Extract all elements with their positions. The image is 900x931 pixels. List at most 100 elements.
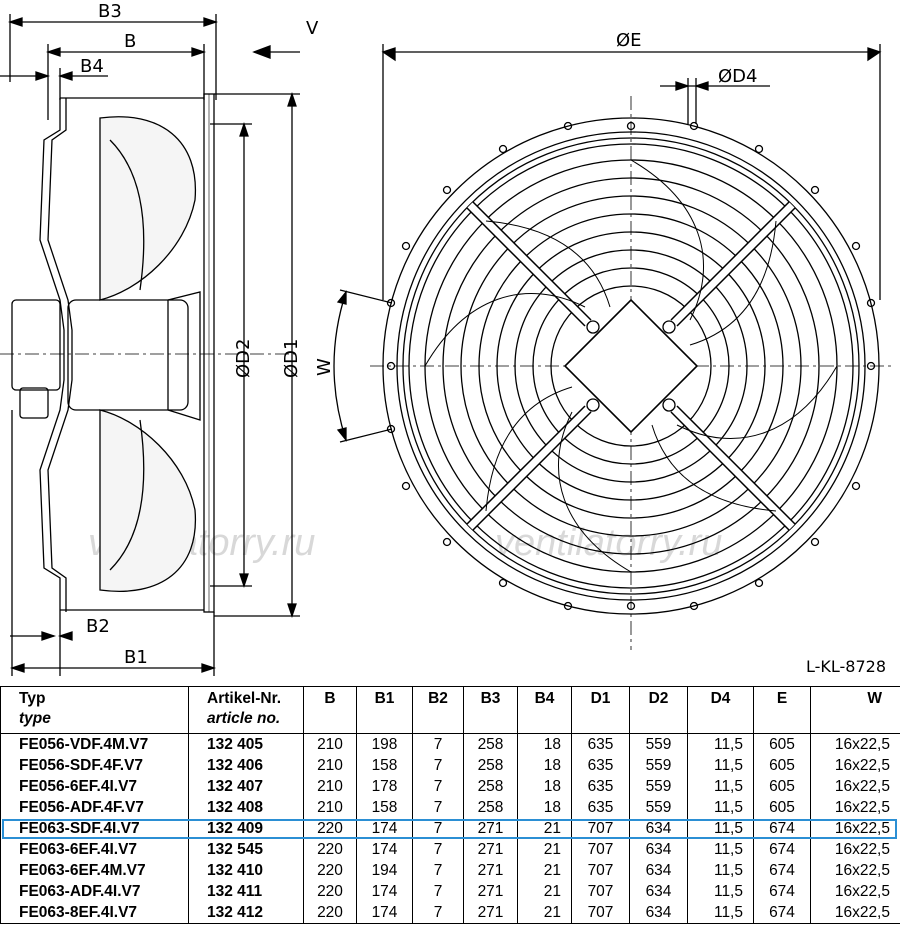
header-w: W <box>810 686 900 734</box>
cell-d4: 11,5 <box>687 797 754 818</box>
header-article: Artikel-Nr.article no. <box>188 686 304 734</box>
cell-d4: 11,5 <box>687 776 754 797</box>
cell-b: 210 <box>303 755 357 776</box>
cell-d2: 634 <box>629 881 688 902</box>
cell-e: 605 <box>753 755 811 776</box>
cell-w: 16x22,5 <box>810 818 900 839</box>
cell-d2: 634 <box>629 839 688 860</box>
cell-w: 16x22,5 <box>810 797 900 818</box>
cell-type: FE063-SDF.4I.V7 <box>0 818 189 839</box>
cell-w: 16x22,5 <box>810 881 900 902</box>
cell-b: 220 <box>303 818 357 839</box>
cell-d1: 635 <box>571 797 630 818</box>
cell-article: 132 408 <box>188 797 304 818</box>
cell-d4: 11,5 <box>687 902 754 924</box>
cell-w: 16x22,5 <box>810 755 900 776</box>
label-b2: B2 <box>86 616 110 637</box>
label-e: ØE <box>616 30 642 51</box>
cell-b4: 18 <box>517 797 572 818</box>
cell-b4: 21 <box>517 902 572 924</box>
cell-d1: 707 <box>571 881 630 902</box>
cell-type: FE056-VDF.4M.V7 <box>0 733 189 755</box>
cell-d2: 559 <box>629 797 688 818</box>
cell-b2: 7 <box>412 776 464 797</box>
cell-b3: 271 <box>463 839 518 860</box>
cell-b: 210 <box>303 797 357 818</box>
cell-article: 132 410 <box>188 860 304 881</box>
cell-b4: 18 <box>517 755 572 776</box>
cell-b2: 7 <box>412 839 464 860</box>
cell-b3: 271 <box>463 902 518 924</box>
cell-article: 132 412 <box>188 902 304 924</box>
cell-e: 605 <box>753 776 811 797</box>
cell-b1: 158 <box>356 755 413 776</box>
cell-article: 132 406 <box>188 755 304 776</box>
header-b4: B4 <box>517 686 572 734</box>
header-b3: B3 <box>463 686 518 734</box>
cell-b1: 174 <box>356 839 413 860</box>
drawing-code: L-KL-8728 <box>806 657 886 676</box>
cell-b3: 258 <box>463 797 518 818</box>
cell-b3: 258 <box>463 733 518 755</box>
header-d1: D1 <box>571 686 630 734</box>
cell-d4: 11,5 <box>687 818 754 839</box>
label-d1: ØD1 <box>281 339 302 378</box>
cell-d1: 635 <box>571 755 630 776</box>
label-v: V <box>306 18 319 39</box>
cell-b4: 18 <box>517 776 572 797</box>
cell-b2: 7 <box>412 733 464 755</box>
cell-w: 16x22,5 <box>810 776 900 797</box>
cell-d4: 11,5 <box>687 839 754 860</box>
cell-e: 674 <box>753 881 811 902</box>
cell-e: 674 <box>753 839 811 860</box>
label-b1: B1 <box>124 647 148 668</box>
cell-d2: 559 <box>629 776 688 797</box>
header-b2: B2 <box>412 686 464 734</box>
cell-b2: 7 <box>412 797 464 818</box>
cell-type: FE063-6EF.4I.V7 <box>0 839 189 860</box>
cell-d1: 707 <box>571 818 630 839</box>
cell-b1: 174 <box>356 818 413 839</box>
cell-article: 132 409 <box>188 818 304 839</box>
cell-d1: 707 <box>571 902 630 924</box>
cell-b3: 271 <box>463 860 518 881</box>
cell-b3: 271 <box>463 881 518 902</box>
cell-d1: 635 <box>571 776 630 797</box>
cell-b1: 178 <box>356 776 413 797</box>
cell-d2: 634 <box>629 902 688 924</box>
cell-b2: 7 <box>412 818 464 839</box>
label-d4: ØD4 <box>718 66 757 87</box>
cell-type: FE063-ADF.4I.V7 <box>0 881 189 902</box>
cell-b2: 7 <box>412 755 464 776</box>
cell-b3: 258 <box>463 776 518 797</box>
header-b: B <box>303 686 357 734</box>
cell-b4: 21 <box>517 818 572 839</box>
cell-d1: 707 <box>571 860 630 881</box>
cell-b1: 198 <box>356 733 413 755</box>
cell-article: 132 411 <box>188 881 304 902</box>
cell-w: 16x22,5 <box>810 733 900 755</box>
label-b4: B4 <box>80 56 104 77</box>
header-b1: B1 <box>356 686 413 734</box>
cell-type: FE063-6EF.4M.V7 <box>0 860 189 881</box>
cell-d2: 559 <box>629 755 688 776</box>
cell-type: FE056-SDF.4F.V7 <box>0 755 189 776</box>
cell-e: 674 <box>753 818 811 839</box>
cell-w: 16x22,5 <box>810 860 900 881</box>
label-b: B <box>124 31 136 52</box>
cell-b: 210 <box>303 733 357 755</box>
cell-b4: 21 <box>517 881 572 902</box>
header-d2: D2 <box>629 686 688 734</box>
cell-b2: 7 <box>412 902 464 924</box>
cell-b1: 174 <box>356 881 413 902</box>
cell-article: 132 405 <box>188 733 304 755</box>
cell-d2: 634 <box>629 818 688 839</box>
